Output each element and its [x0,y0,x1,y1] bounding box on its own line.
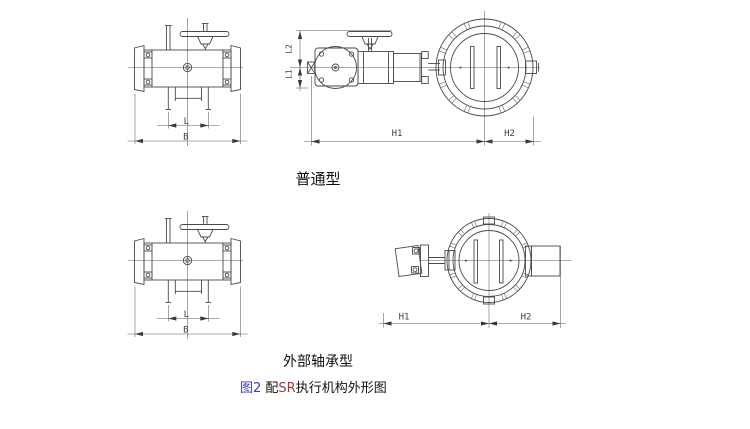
valve-neck-bracket [438,59,446,76]
disc-rib-right [499,239,504,284]
label-L2: L2 [285,44,294,54]
centerlines [420,213,571,328]
end-bracket [307,61,316,74]
caption-rest: 执行机构外形图 [296,381,387,396]
dim-H1-H2 [379,246,566,328]
handwheel-side [346,31,393,52]
caption-mid: 配 [261,381,278,396]
shaft-end-cover [525,60,537,74]
disc-rib-left [473,239,478,284]
label-L-top: L [184,117,189,127]
disc-rib-right [496,46,501,89]
flange-bolt-ticks [449,220,529,301]
valve-flange [446,216,532,305]
top-boss [483,216,495,225]
mount-plate [420,244,456,277]
bearing-housing [525,245,561,277]
label-B-top: B [183,132,188,142]
dim-L2-L1 [296,30,392,91]
caption-figure-number: 图2 [240,381,261,396]
type-label-bearing: 外部轴承型 [283,354,353,370]
side-view-bearing [379,213,571,328]
flange-bolt-ticks [438,21,531,114]
caption-model: SR [278,381,295,396]
label-H2-top: H2 [504,129,515,139]
label-H1-top: H1 [392,129,403,139]
dim-H1-H2 [304,76,541,146]
disc-rib-left [470,46,475,89]
valve-flange [435,18,539,117]
actuator-cylinder-side [393,51,440,84]
centerlines [290,11,540,146]
side-view-normal [290,11,541,146]
label-H1-bottom: H1 [399,313,410,323]
bottom-boss [483,296,495,305]
sr-actuator-tilted [394,245,423,277]
label-H2-bottom: H2 [521,313,532,323]
label-L-bottom: L [184,310,189,320]
label-L1: L1 [285,69,294,79]
label-B-bottom: B [183,325,188,335]
figure-caption: 图2 配SR执行机构外形图 [240,381,387,396]
type-label-normal: 普通型 [295,170,340,188]
